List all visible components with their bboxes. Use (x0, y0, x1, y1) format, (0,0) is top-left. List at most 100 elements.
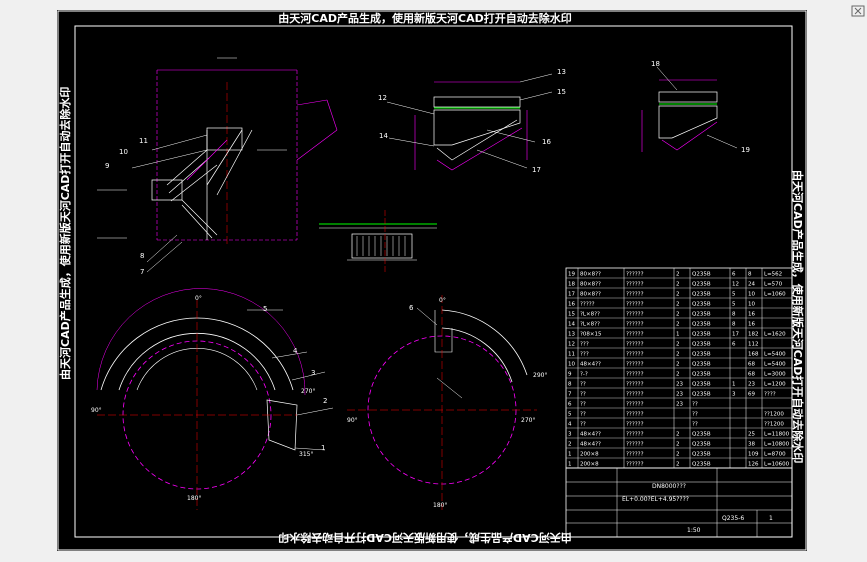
bom-cell-spec: ????? (580, 302, 595, 308)
callout-18: 18 (651, 60, 660, 68)
bom-cell-no: 13 (568, 332, 575, 338)
callout-12: 12 (378, 94, 387, 102)
bom-cell-qty: 2 (676, 292, 680, 298)
bom-cell-note: L=562 (764, 272, 782, 278)
sheet-number: 1 (769, 515, 773, 522)
bom-cell-mat: Q235B (692, 312, 711, 318)
bom-cell-name: ?????? (626, 392, 644, 398)
bom-cell-name: ?????? (626, 382, 644, 388)
bom-cell-w2: 182 (748, 332, 759, 338)
bom-cell-qty: 2 (676, 302, 680, 308)
callout-3: 3 (311, 369, 315, 377)
bom-cell-name: ?????? (626, 282, 644, 288)
bom-cell-w2: 8 (748, 272, 752, 278)
bom-cell-no: 15 (568, 312, 575, 318)
plan-view-right: 6 0° 90° 270° 180° 290° (347, 295, 547, 510)
bom-cell-spec: ?? (580, 422, 586, 428)
bom-cell-no: 12 (568, 342, 575, 348)
bom-cell-qty: 2 (676, 372, 680, 378)
callout-14: 14 (379, 132, 388, 140)
bom-cell-mat: Q235B (692, 362, 711, 368)
bom-cell-qty: 23 (676, 402, 683, 408)
outer-frame (57, 10, 807, 551)
bom-cell-mat: Q235B (692, 302, 711, 308)
bom-cell-no: 3 (568, 432, 572, 438)
bom-cell-name: ?????? (626, 402, 644, 408)
bom-cell-w2: 68 (748, 372, 755, 378)
bom-cell-spec: ?L×8?? (580, 312, 600, 318)
bom-cell-w1: 12 (732, 282, 739, 288)
bom-cell-no: 14 (568, 322, 575, 328)
bom-cell-no: 18 (568, 282, 575, 288)
bom-cell-qty: 2 (676, 362, 680, 368)
bom-cell-w2: 25 (748, 432, 755, 438)
angle-label-right-side: 290° (533, 372, 547, 379)
viewport-close-icon[interactable] (851, 2, 865, 17)
bom-cell-no: 4 (568, 422, 572, 428)
bom-cell-qty: 2 (676, 282, 680, 288)
bom-cell-name: ?????? (626, 312, 644, 318)
angle-label-left-bottom: 180° (187, 495, 201, 502)
angle-label-left-right-b: 315° (299, 451, 313, 458)
bom-cell-spec: 48×4?? (580, 362, 601, 368)
bom-cell-note: L=1200 (764, 382, 786, 388)
bom-cell-qty: 2 (676, 312, 680, 318)
bom-cell-mat: Q235B (692, 432, 711, 438)
bom-cell-mat: ?? (692, 402, 698, 408)
bom-cell-w1: 5 (732, 292, 736, 298)
inner-frame (74, 25, 793, 538)
bom-cell-note: ??1200 (764, 412, 784, 418)
bom-cell-mat: Q235B (692, 382, 711, 388)
bom-cell-note: L=1620 (764, 332, 786, 338)
bom-cell-w2: 16 (748, 312, 755, 318)
bom-cell-note: L=3000 (764, 372, 786, 378)
bom-cell-mat: Q235B (692, 272, 711, 278)
callout-15: 15 (557, 88, 566, 96)
bom-cell-w1: 8 (732, 312, 736, 318)
bom-cell-name: ?????? (626, 342, 644, 348)
bom-cell-mat: Q235B (692, 352, 711, 358)
bom-cell-qty: 23 (676, 392, 683, 398)
bom-cell-spec: ??? (580, 342, 589, 348)
title-line-2: EL+0.00?EL+4.95???? (622, 496, 689, 503)
bom-cell-spec: ?08×15 (580, 332, 602, 338)
callout-4: 4 (293, 347, 298, 355)
bom-cell-spec: 80×8?? (580, 292, 601, 298)
bom-cell-qty: 2 (676, 342, 680, 348)
drawing-scale: 1:50 (687, 527, 701, 534)
bom-cell-name: ?????? (626, 292, 644, 298)
bom-cell-no: 19 (568, 272, 575, 278)
watermark-bottom: 由天河CAD产品生成，使用新版天河CAD打开自动去除水印 (278, 531, 571, 545)
drawing-number: Q235-6 (722, 515, 744, 522)
bom-cell-mat: Q235B (692, 392, 711, 398)
angle-label-right-bottom: 180° (433, 502, 447, 509)
bom-cell-name: ?????? (626, 272, 644, 278)
bom-cell-qty: 2 (676, 352, 680, 358)
bom-cell-spec: ?L×8?? (580, 322, 600, 328)
callout-7: 7 (140, 268, 144, 276)
bom-cell-name: ?????? (626, 302, 644, 308)
bom-cell-mat: Q235B (692, 332, 711, 338)
bom-cell-name: ?????? (626, 362, 644, 368)
bom-cell-mat: Q235B (692, 462, 711, 468)
bom-cell-note: ??1200 (764, 422, 784, 428)
bom-cell-qty: 2 (676, 442, 680, 448)
bom-cell-note: L=10800 (764, 442, 790, 448)
stair-elevation-view: 11 10 9 8 7 (97, 57, 338, 276)
bom-cell-no: 16 (568, 302, 575, 308)
angle-label-left-right-a: 270° (301, 388, 315, 395)
bom-cell-name: ?????? (626, 452, 644, 458)
drawing-sheet: 由天河CAD产品生成，使用新版天河CAD打开自动去除水印 由天河CAD产品生成，… (57, 10, 807, 551)
angle-label-right-left: 90° (347, 417, 358, 424)
bom-cell-spec: ?? (580, 382, 586, 388)
bom-cell-qty: 2 (676, 432, 680, 438)
callout-9: 9 (105, 162, 109, 170)
bom-cell-mat: ?? (692, 422, 698, 428)
bom-cell-spec: ?? (580, 412, 586, 418)
bom-cell-qty: 1 (676, 332, 680, 338)
watermark-right: 由天河CAD产品生成，使用新版天河CAD打开自动去除水印 (791, 170, 805, 463)
bom-cell-w1: 1 (732, 382, 736, 388)
bom-cell-name: ?????? (626, 462, 644, 468)
